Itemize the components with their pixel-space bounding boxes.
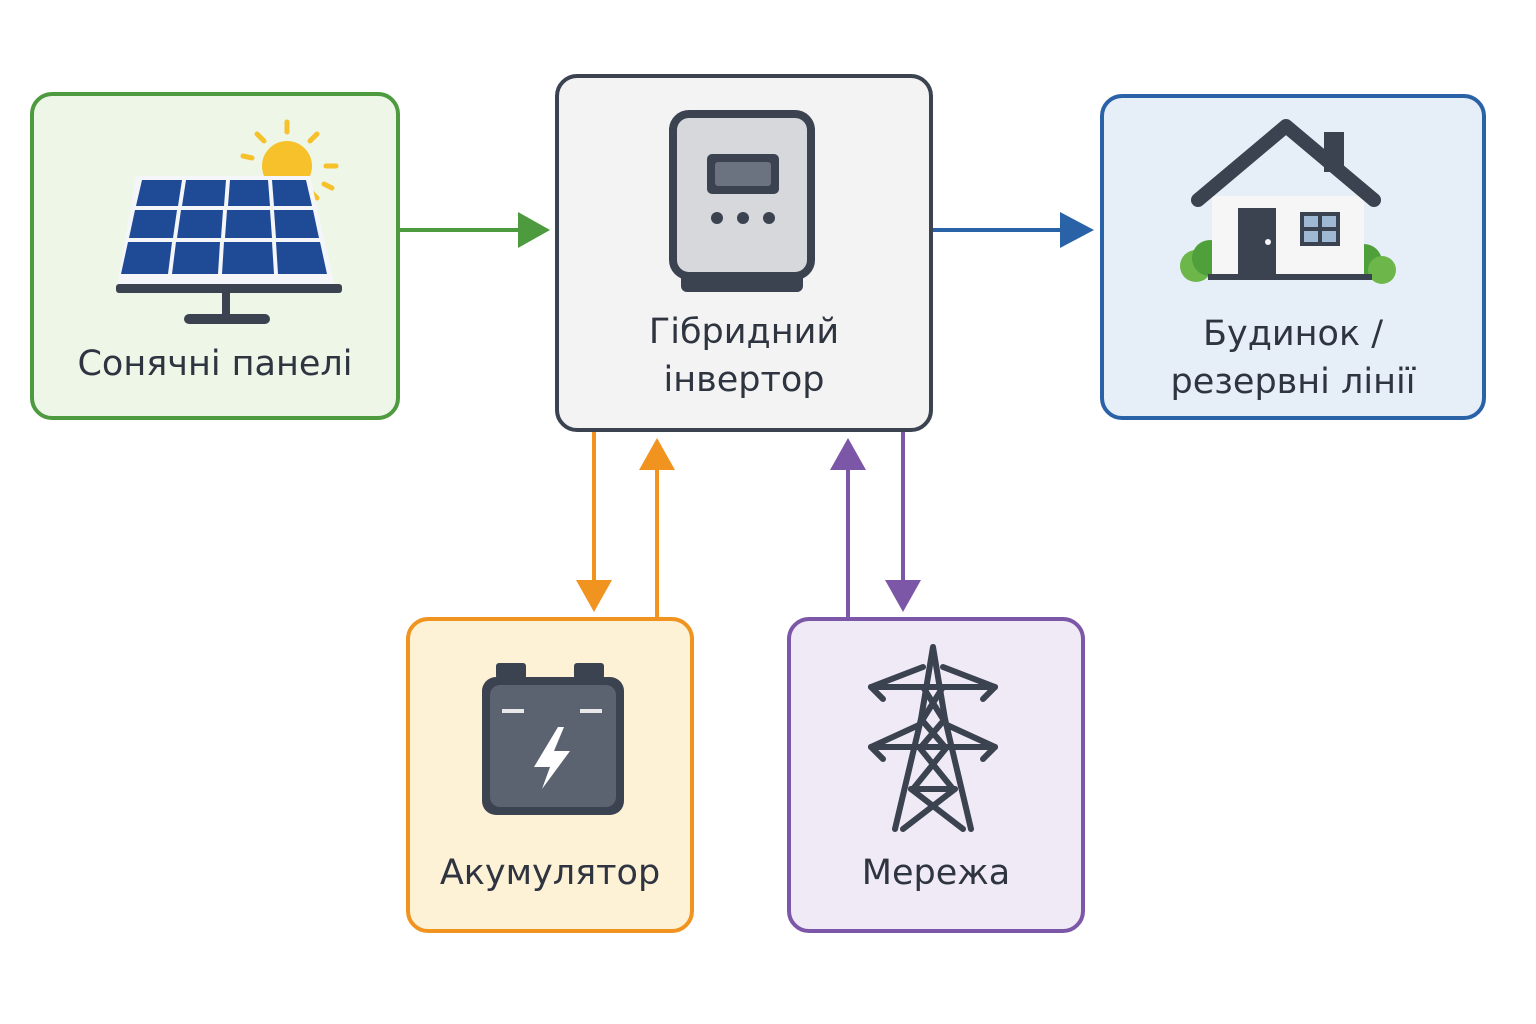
label-grid: Мережа: [861, 853, 1011, 893]
node-battery: Акумулятор: [406, 617, 694, 933]
arrow-solar-to-inverter: [400, 212, 550, 248]
node-house-backup-lines: Будинок / резервні лінії: [1100, 94, 1486, 420]
node-hybrid-inverter: Гібридний інвертор: [555, 74, 933, 432]
label-battery: Акумулятор: [439, 853, 661, 893]
arrow-inverter-to-grid: [885, 432, 921, 612]
label-house-backup-lines: Будинок / резервні лінії: [1170, 314, 1416, 402]
arrow-inverter-to-battery: [576, 432, 612, 612]
node-solar-panels: Сонячні панелі: [30, 92, 400, 420]
node-grid: Мережа: [787, 617, 1085, 933]
solar-panel-sun-icon: [116, 119, 342, 324]
arrow-grid-to-inverter: [830, 438, 866, 617]
battery-icon: [482, 663, 624, 815]
label-hybrid-inverter: Гібридний інвертор: [648, 312, 840, 400]
power-tower-icon: [868, 644, 998, 832]
label-solar-panels: Сонячні панелі: [77, 344, 353, 384]
arrow-inverter-to-house: [933, 212, 1094, 248]
house-icon: [1180, 119, 1396, 284]
arrow-battery-to-inverter: [639, 438, 675, 617]
inverter-device-icon: [669, 110, 815, 292]
